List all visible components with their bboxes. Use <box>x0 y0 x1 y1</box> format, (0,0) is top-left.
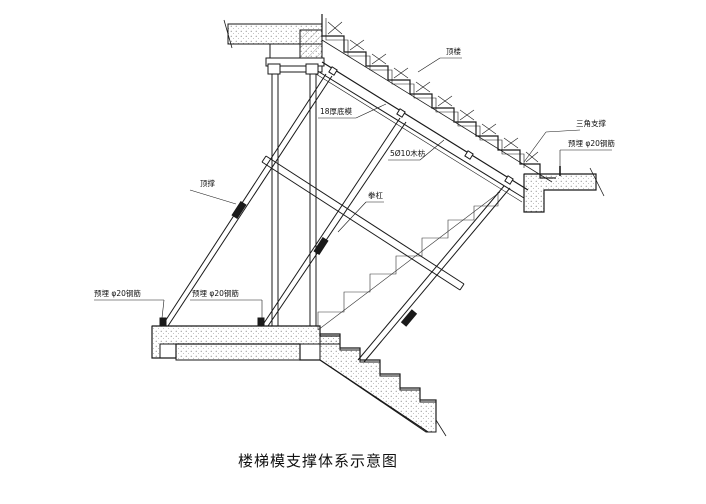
leader-lines <box>94 57 612 319</box>
ground-slab <box>151 317 341 361</box>
diagram-caption: 楼梯模支撑体系示意图 <box>238 452 398 470</box>
label-brace-left: 顶撑 <box>200 178 215 188</box>
label-tie-rod: 拳杠 <box>368 190 383 200</box>
label-top-step: 顶楼 <box>446 46 461 56</box>
lower-stair-flight <box>317 191 501 437</box>
upper-stair-flight <box>315 14 556 203</box>
label-embed-middle: 预埋 φ20钢筋 <box>192 288 239 298</box>
label-template-18: 18厚底模 <box>320 106 353 116</box>
label-embed-left: 预埋 φ20钢筋 <box>94 288 141 298</box>
label-keel-5010: 5Ø10木枋 <box>390 148 426 158</box>
labels: 顶楼 18厚底模 三角支撑 预埋 φ20钢筋 5Ø10木枋 顶撑 拳杠 预埋 φ… <box>94 46 615 298</box>
label-embed-right: 预埋 φ20钢筋 <box>568 138 615 148</box>
right-landing <box>523 166 605 213</box>
label-triangle-support: 三角支撑 <box>576 118 606 128</box>
tie-rod <box>261 155 465 291</box>
vertical-posts <box>267 63 319 326</box>
